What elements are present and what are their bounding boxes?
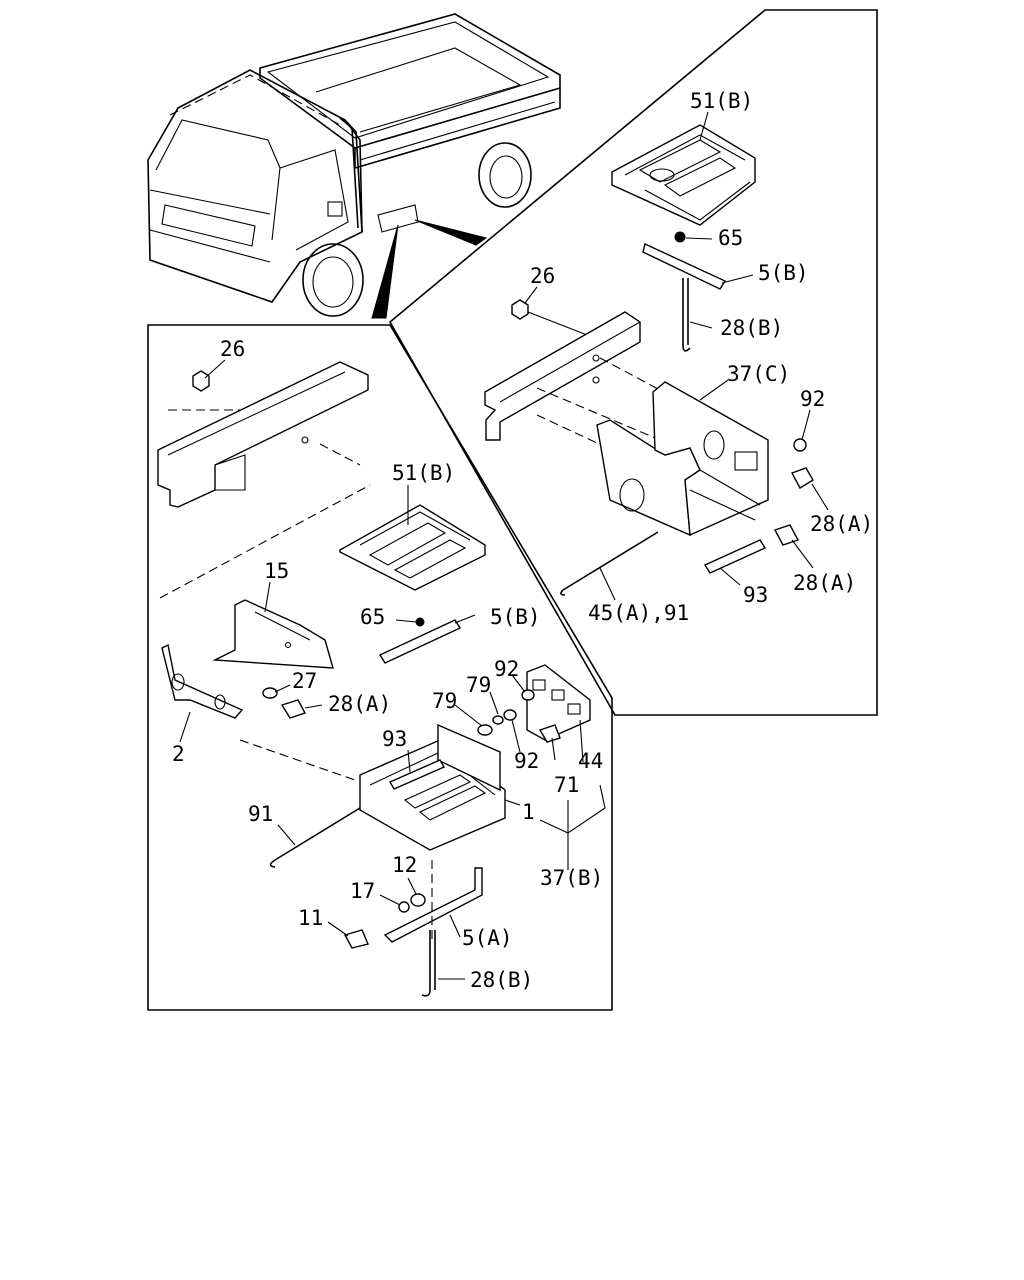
label-bot-5b: 5(B) [490,605,541,629]
label-top-65: 65 [718,226,743,250]
label-bot-28a: 28(A) [328,692,391,716]
label-bot-5a: 5(A) [462,926,513,950]
label-bot-79: 79 [432,689,457,713]
label-bot-79-top: 79 [466,673,491,697]
label-bot-44: 44 [578,749,603,773]
label-top-45a-91: 45(A),91 [588,601,689,625]
bottom-detail-panel [147,324,613,1011]
truck-illustration [147,13,561,319]
label-bot-15: 15 [264,559,289,583]
label-bot-11: 11 [298,906,323,930]
label-bot-91: 91 [248,802,273,826]
top-detail-panel [388,9,878,716]
label-bot-2: 2 [172,742,185,766]
label-bot-1: 1 [522,800,535,824]
label-top-92: 92 [800,387,825,411]
label-bot-12: 12 [392,853,417,877]
frame-rail [484,311,641,441]
label-bot-28b: 28(B) [470,968,533,992]
label-top-28a-2: 28(A) [793,571,856,595]
label-top-51b: 51(B) [690,89,753,113]
label-bot-17: 17 [350,879,375,903]
callout-labels: 51(B) 65 5(B) 26 28(B) 37(C) 92 28(A) 28… [172,89,873,992]
label-top-93: 93 [743,583,768,607]
battery-cover-part [611,124,756,226]
label-bot-71: 71 [554,773,579,797]
label-bot-65: 65 [360,605,385,629]
label-bot-26: 26 [220,337,245,361]
nut-icon [511,299,529,320]
label-bot-93: 93 [382,727,407,751]
label-bot-92: 92 [514,749,539,773]
label-top-37c: 37(C) [727,362,790,386]
label-top-28a-1: 28(A) [810,512,873,536]
label-top-28b: 28(B) [720,316,783,340]
label-top-26: 26 [530,264,555,288]
leader-lines [179,111,829,980]
label-bot-92-top: 92 [494,657,519,681]
label-bot-37b: 37(B) [540,866,603,890]
bolt-icon [773,467,814,546]
label-top-5b: 5(B) [758,261,809,285]
label-bot-51b: 51(B) [392,461,455,485]
label-bot-27: 27 [292,669,317,693]
battery-tray [596,381,769,537]
